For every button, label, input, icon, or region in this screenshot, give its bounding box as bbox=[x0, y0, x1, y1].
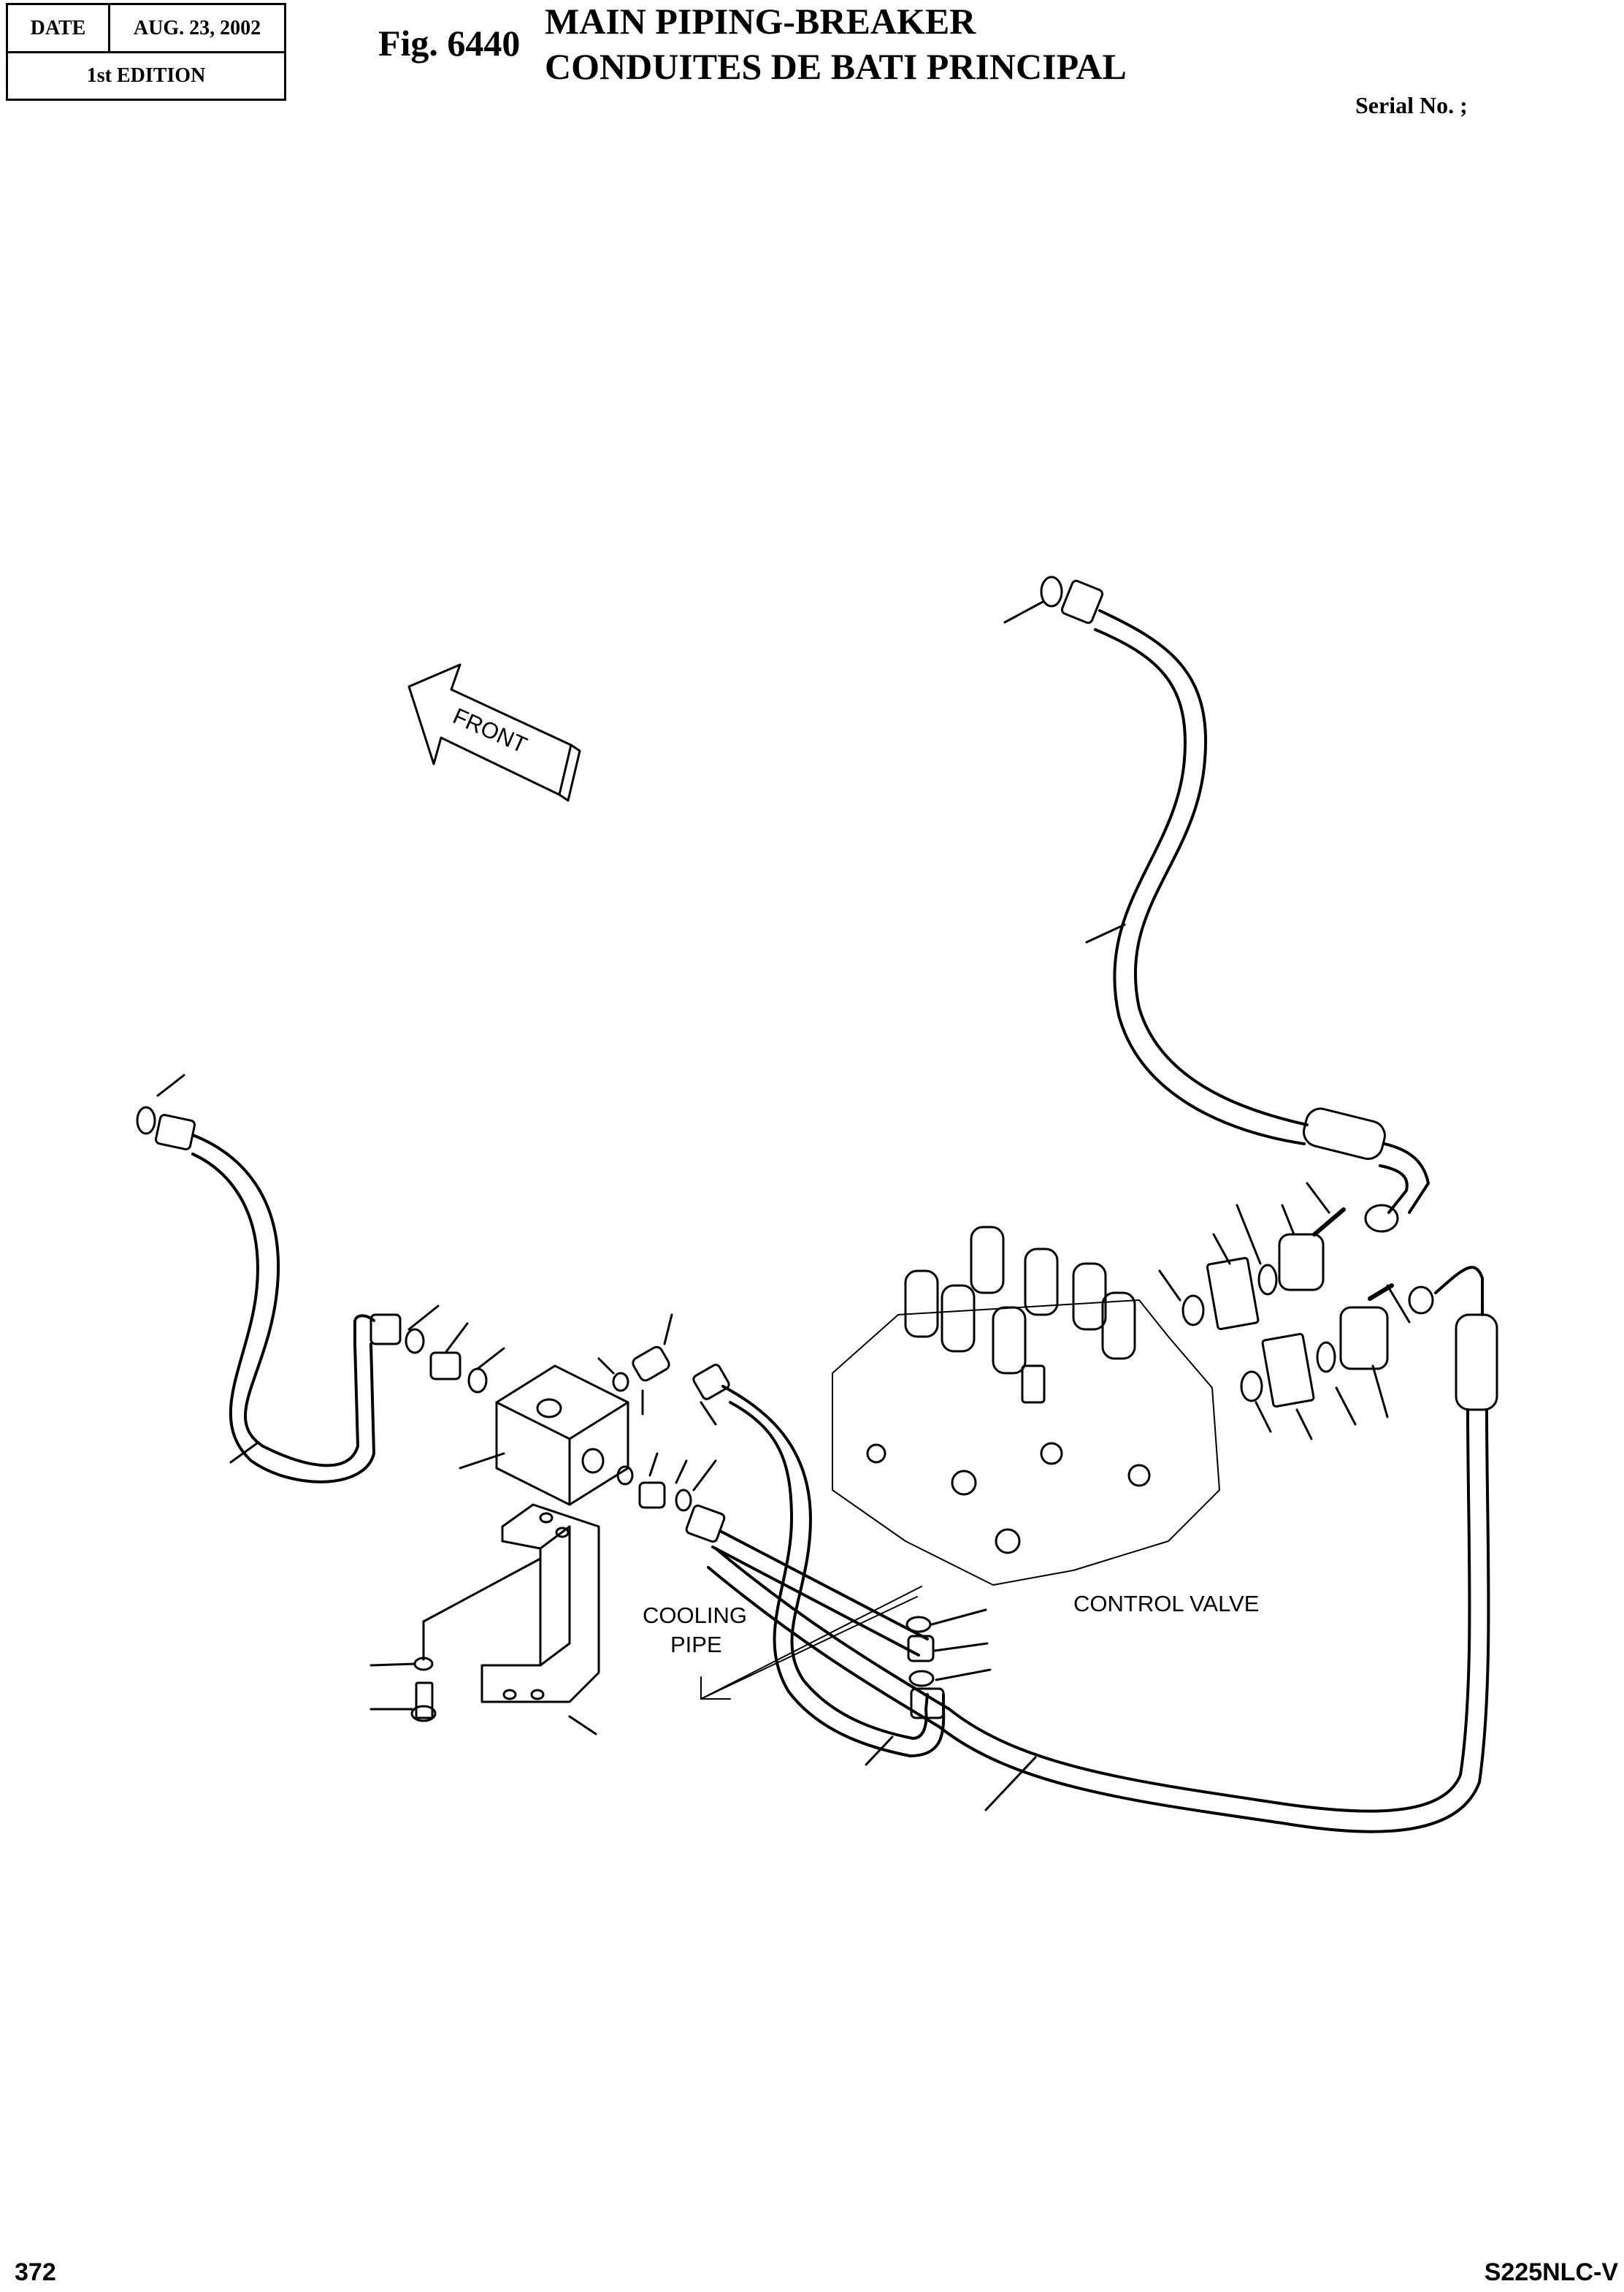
hose-sleeve bbox=[1455, 1313, 1498, 1411]
flange-end bbox=[1364, 1204, 1399, 1233]
date-value: AUG. 23, 2002 bbox=[133, 16, 261, 39]
date-label: DATE bbox=[8, 5, 110, 51]
cooling-pipe-label-line2: PIPE bbox=[670, 1632, 722, 1657]
upper-hose bbox=[1003, 576, 1430, 1233]
title-english: MAIN PIPING-BREAKER bbox=[545, 1, 976, 42]
front-arrow-label: FRONT bbox=[449, 703, 531, 757]
model-number: S225NLC-V bbox=[1484, 2258, 1618, 2286]
mounting-bracket bbox=[422, 1503, 600, 1735]
lower-flange-set bbox=[1240, 1283, 1434, 1440]
junction-block bbox=[459, 1313, 717, 1512]
figure-number: Fig. 6440 bbox=[378, 23, 521, 64]
control-valve-label: CONTROL VALVE bbox=[1073, 1591, 1259, 1616]
o-ring bbox=[136, 1106, 156, 1135]
edition-label: 1st EDITION bbox=[86, 64, 206, 87]
hose-fitting bbox=[1060, 579, 1104, 624]
bolt-and-washer bbox=[369, 1657, 437, 1722]
date-box: DATE AUG. 23, 2002 1st EDITION bbox=[6, 3, 286, 101]
cooling-pipe-label-line1: COOLING bbox=[643, 1603, 747, 1628]
right-hose bbox=[707, 1266, 1498, 1833]
title-french: CONDUITES DE BATI PRINCIPAL bbox=[545, 46, 1127, 87]
upper-flange-set bbox=[1158, 1182, 1346, 1331]
hose-sleeve bbox=[1303, 1107, 1386, 1161]
middle-hose bbox=[692, 1364, 946, 1766]
serial-number: Serial No. ; bbox=[1355, 92, 1468, 118]
hose-fitting bbox=[154, 1114, 196, 1150]
front-arrow: FRONT bbox=[407, 663, 581, 802]
control-valve: CONTROL VALVE bbox=[832, 1226, 1259, 1616]
o-ring bbox=[1040, 576, 1063, 608]
page-number: 372 bbox=[15, 2258, 56, 2286]
cooling-pipe: COOLING PIPE bbox=[643, 1504, 992, 1700]
left-hose bbox=[136, 1074, 505, 1483]
date-row: DATE AUG. 23, 2002 bbox=[8, 5, 284, 53]
